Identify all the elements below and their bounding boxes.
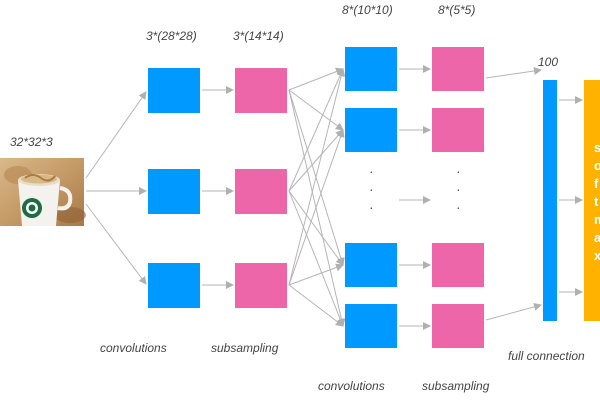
pool2-size-label: 8*(5*5) — [438, 3, 475, 17]
connection-arrow — [288, 190, 344, 266]
conv1-maps — [148, 68, 200, 308]
pool2-map — [432, 47, 484, 91]
softmax-letter: t — [594, 194, 599, 209]
input-image — [0, 158, 86, 226]
fc-size-label: 100 — [538, 55, 558, 69]
conv2-size-label: 8*(10*10) — [342, 3, 393, 17]
conv2-map — [345, 243, 397, 287]
connection-arrows — [85, 65, 583, 330]
fc-caption: full connection — [508, 349, 585, 363]
connection-arrow — [288, 89, 344, 131]
pool1-size-label: 3*(14*14) — [233, 29, 284, 43]
softmax-letter: a — [594, 230, 600, 245]
pool2-map — [432, 108, 484, 152]
svg-text:·: · — [369, 181, 374, 197]
svg-text:·: · — [456, 181, 461, 197]
connection-arrow — [288, 129, 344, 192]
pool1-map — [235, 169, 287, 214]
connection-arrow — [85, 91, 147, 179]
conv2-map — [345, 47, 397, 91]
connection-arrow — [288, 263, 344, 286]
svg-text:·: · — [456, 163, 461, 179]
conv1-size-label: 3*(28*28) — [146, 29, 197, 43]
conv1-map — [148, 68, 200, 113]
conv1-caption: convolutions — [100, 341, 167, 355]
connection-arrow — [288, 68, 346, 286]
connection-arrow — [288, 68, 344, 192]
ellipsis-dots: · · · · · · — [369, 163, 461, 215]
input-size-label: 32*32*3 — [10, 135, 53, 149]
fully-connected-layer — [543, 80, 557, 321]
pool2-caption: subsampling — [422, 379, 490, 393]
pool1-map — [235, 263, 287, 308]
softmax-letter: x — [594, 248, 600, 263]
softmax-layer: s o f t m a x — [584, 80, 600, 321]
pool2-map — [432, 243, 484, 287]
pool2-map — [432, 304, 484, 348]
conv2-caption: convolutions — [318, 379, 385, 393]
pool2-maps — [432, 47, 484, 348]
conv2-map — [345, 304, 397, 348]
softmax-letter: f — [594, 176, 599, 191]
pool1-maps — [235, 68, 287, 308]
connection-arrow — [288, 129, 345, 286]
softmax-letter: s — [594, 140, 600, 155]
conv1-map — [148, 263, 200, 308]
connection-arrow — [485, 302, 542, 321]
svg-text:·: · — [369, 199, 374, 215]
pool1-caption: subsampling — [211, 341, 279, 355]
connection-arrow — [485, 67, 542, 79]
connection-arrow — [288, 284, 344, 327]
svg-text:·: · — [456, 199, 461, 215]
connection-arrow — [288, 190, 345, 327]
connection-arrow — [288, 67, 344, 91]
conv2-maps — [345, 47, 397, 348]
connection-arrow — [85, 203, 147, 285]
conv1-map — [148, 169, 200, 214]
svg-text:·: · — [369, 163, 374, 179]
conv2-map — [345, 108, 397, 152]
softmax-letter: m — [594, 212, 600, 227]
pool1-map — [235, 68, 287, 113]
softmax-letter: o — [594, 158, 600, 173]
